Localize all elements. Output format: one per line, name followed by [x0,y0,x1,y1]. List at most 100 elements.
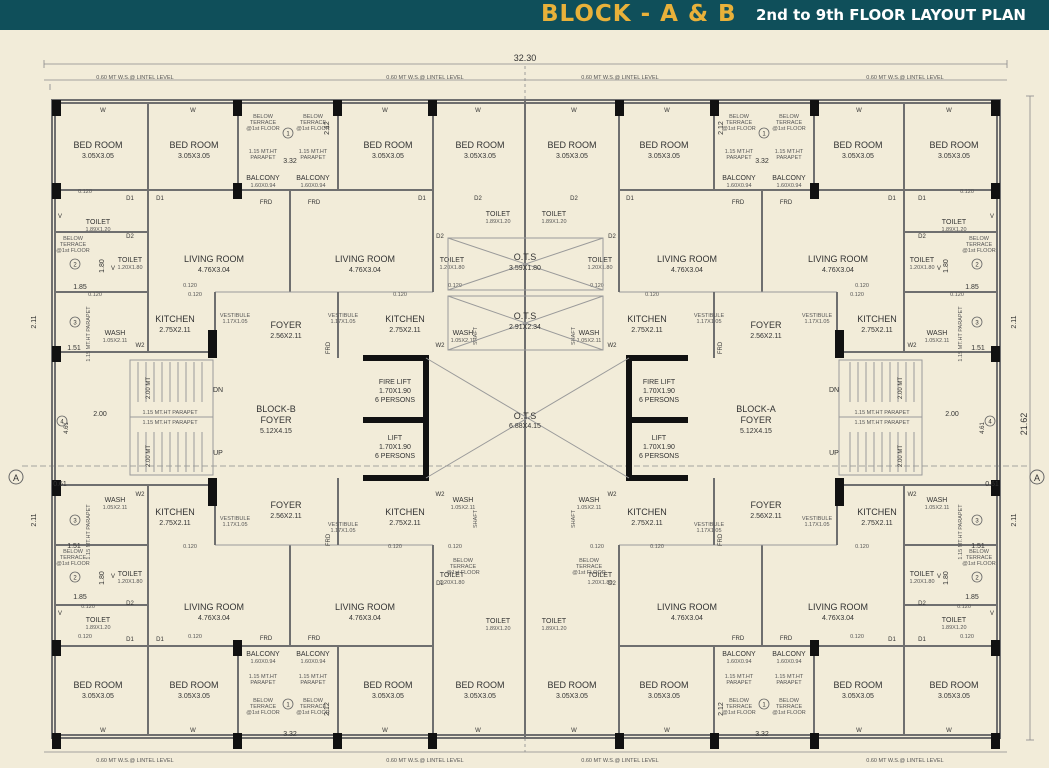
toilet-size: 1.20X1.80 [439,580,464,586]
overall-width: 32.30 [514,53,537,63]
column [233,100,242,116]
stair-flight: 2.00 MT [898,377,904,399]
window-label: W [664,108,670,114]
column [52,480,61,496]
shaft-label: SHAFT [473,509,479,528]
balcony-size: 1.60X0.94 [776,183,801,189]
parapet-label: 1.15 MT.HT PARAPET [958,504,964,560]
door-label: D1 [626,196,634,202]
dim-label: 1.51 [67,543,81,550]
parapet-label: PARAPET [300,155,326,161]
terrace-label: TERRACE [250,704,277,710]
parapet-label: 1.15 MT.HT [299,674,328,680]
door-label: D2 [126,601,134,607]
window-label: W [190,108,196,114]
door-label: D1 [918,637,926,643]
terrace-label: BELOW [779,698,800,704]
balcony-label: BALCONY [722,175,756,182]
room-name: BED ROOM [833,680,882,690]
column [52,733,61,749]
door-label: D2 [126,234,134,240]
parapet-label: 1.15 MT.HT [299,149,328,155]
terrace-label: TERRACE [60,242,87,248]
column [233,640,242,656]
balcony-label: BALCONY [246,175,280,182]
room-name: KITCHEN [155,314,195,324]
balcony-size: 1.60X0.94 [300,659,325,665]
dim-label: 0.120 [950,292,964,298]
fire-lift-label: FIRE LIFT [643,379,676,386]
toilet-label: TOILET [588,257,613,264]
column [208,478,217,506]
column [810,733,819,749]
parapet-label: 1.15 MT.HT [249,674,278,680]
dim-label: 1.85 [73,594,87,601]
room-size: 3.05X3.05 [648,153,680,160]
vestibule-label: VESTIBULE [694,313,725,319]
balcony-label: BALCONY [772,651,806,658]
room-name: KITCHEN [857,507,897,517]
room-name: KITCHEN [627,507,667,517]
wash-label: WASH [579,497,600,504]
window-label: W [382,108,388,114]
lintel-label: 0.60 MT W.S.@ LINTEL LEVEL [581,758,658,764]
dim-label: 0.120 [448,283,462,289]
terrace-label: TERRACE [966,242,993,248]
terrace-label: @1st FLOOR [296,710,329,716]
frd-label: FRD [732,636,745,642]
dim-label: 0.120 [960,189,974,195]
window-label: W2 [136,343,146,349]
parapet-label: PARAPET [726,155,752,161]
fire-lift-size: 1.70X1.90 [643,388,675,395]
window-label: W [571,728,577,734]
terrace-label: TERRACE [250,120,277,126]
room-size: 3.05X3.05 [372,153,404,160]
dim-label: 2.11 [1011,315,1018,328]
toilet-size: 1.20X1.80 [587,580,612,586]
terrace-label: @1st FLOOR [246,710,279,716]
dim-label: 0.120 [188,292,202,298]
block-a-foyer: FOYER [740,415,772,425]
balcony-size: 1.60X0.94 [776,659,801,665]
room-size: 4.76X3.04 [822,267,854,274]
stair-parapet: 1.15 MT.HT PARAPET [142,410,198,416]
room-size: 3.05X3.05 [556,153,588,160]
frd-label: FRD [260,636,273,642]
terrace-label: BELOW [63,236,84,242]
terrace-label: @1st FLOOR [296,126,329,132]
room-size: 2.56X2.11 [270,333,302,340]
parapet-label: 1.15 MT.HT [725,149,754,155]
parapet-label: 1.15 MT.HT [249,149,278,155]
toilet-label: TOILET [542,618,567,625]
wash-label: WASH [105,497,126,504]
block-title: BLOCK - A & B [541,1,737,27]
lift-label: LIFT [388,435,403,442]
column [991,100,1000,116]
room-name: LIVING ROOM [184,254,244,264]
room-size: 3.05X3.05 [648,693,680,700]
room-name: BED ROOM [929,140,978,150]
column [710,733,719,749]
wash-size: 1.05X2.11 [451,505,476,511]
section-marker-circle [282,698,294,710]
dim-label: 2.12 [718,121,725,135]
window-label: W [100,108,106,114]
balcony-size: 1.60X0.94 [250,183,275,189]
toilet-label: TOILET [942,219,967,226]
ots-size: 3.59X1.80 [509,265,541,272]
stair-depth: 4.61 [980,422,986,434]
toilet-label: TOILET [942,617,967,624]
room-name: BED ROOM [455,140,504,150]
door-label: D2 [608,234,616,240]
terrace-label: @1st FLOOR [962,561,995,567]
column [615,100,624,116]
room-name: BED ROOM [547,680,596,690]
window-label: W2 [436,343,446,349]
parapet-label: PARAPET [776,680,802,686]
toilet-size: 1.20X1.80 [909,265,934,271]
dim-label: 2.11 [1011,513,1018,526]
block-b-name: BLOCK-B [256,404,296,414]
window-label: W [856,728,862,734]
dim-label: 0.120 [78,189,92,195]
wash-label: WASH [579,330,600,337]
